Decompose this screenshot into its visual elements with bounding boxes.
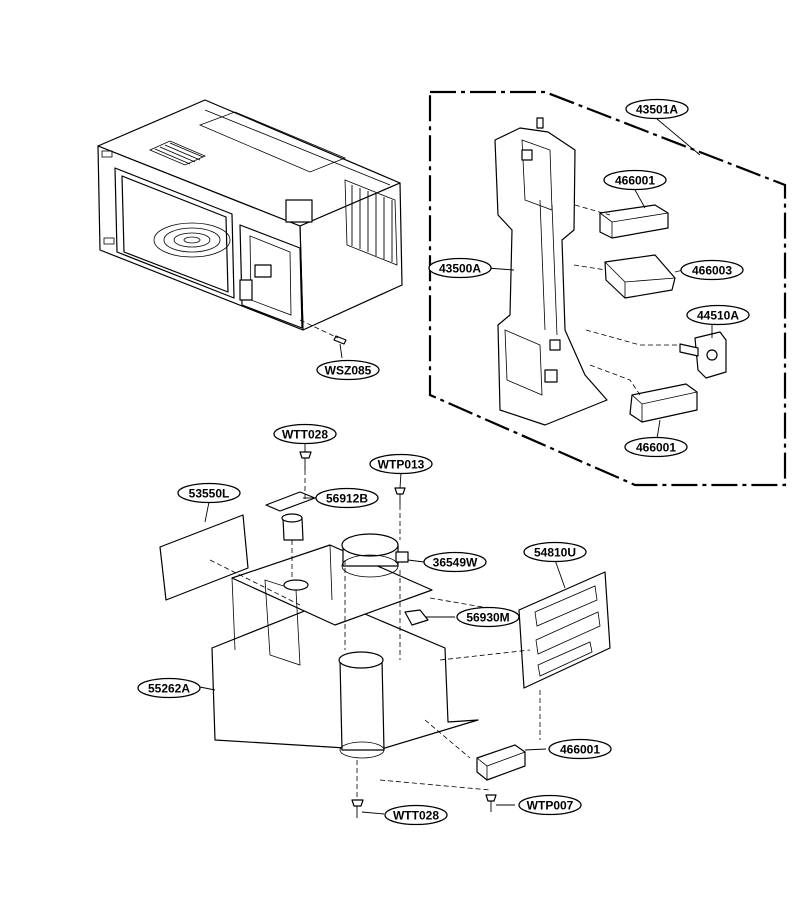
part-number-label: WTT028 — [282, 427, 328, 441]
callout-oval — [624, 436, 688, 458]
callout-wtt028-top: WTT028 — [273, 423, 337, 445]
lower-assembly-drawing — [159, 451, 611, 818]
part-number-label: WSZ085 — [325, 363, 372, 377]
part-number-label: 53550L — [189, 486, 230, 500]
callout-wtt028-bottom: WTT028 — [384, 804, 448, 826]
callout-44510a: 44510A — [686, 304, 750, 326]
callout-oval — [625, 98, 689, 120]
part-number-label: 56912B — [326, 491, 368, 505]
part-number-label: 55262A — [148, 681, 190, 695]
part-number-label: 56930M — [466, 610, 509, 624]
callout-wtp013: WTP013 — [369, 453, 433, 475]
part-number-label: 466003 — [692, 263, 732, 277]
callout-36549w: 36549W — [423, 551, 487, 573]
callout-43501a: 43501A — [625, 98, 689, 120]
callout-oval — [316, 359, 380, 381]
part-number-label: 36549W — [433, 555, 478, 569]
callout-55262a: 55262A — [137, 677, 201, 699]
part-number-label: 466001 — [636, 440, 676, 454]
part-number-label: WTP013 — [378, 457, 425, 471]
callout-oval — [423, 551, 487, 573]
callout-56912b: 56912B — [315, 487, 379, 509]
part-number-label: 466001 — [560, 742, 600, 756]
interlock-assembly-drawing — [428, 90, 787, 487]
callout-oval — [428, 257, 492, 279]
part-number-label: 43501A — [636, 102, 678, 116]
callout-wtp007: WTP007 — [518, 794, 582, 816]
callout-oval — [603, 169, 667, 191]
callout-oval — [686, 304, 750, 326]
callout-wsz085: WSZ085 — [316, 359, 380, 381]
part-number-label: 466001 — [615, 173, 655, 187]
part-number-label: 44510A — [697, 308, 739, 322]
callout-466001-top: 466001 — [603, 169, 667, 191]
callout-oval — [369, 453, 433, 475]
callout-53550l: 53550L — [177, 482, 241, 504]
part-number-label: WTT028 — [393, 808, 439, 822]
callout-oval — [315, 487, 379, 509]
callout-466001-mid: 466001 — [624, 436, 688, 458]
callout-oval — [523, 541, 587, 563]
callout-466003: 466003 — [680, 259, 744, 281]
callout-43500a: 43500A — [428, 257, 492, 279]
callout-oval — [273, 423, 337, 445]
callout-oval — [548, 738, 612, 760]
callout-56930m: 56930M — [456, 606, 520, 628]
part-number-label: WTP007 — [527, 798, 574, 812]
callout-oval — [177, 482, 241, 504]
callout-oval — [456, 606, 520, 628]
callout-466001-bottom: 466001 — [548, 738, 612, 760]
callout-oval — [680, 259, 744, 281]
callout-54810u: 54810U — [523, 541, 587, 563]
microwave-cabinet-drawing — [97, 99, 403, 359]
part-number-label: 54810U — [534, 545, 576, 559]
callout-oval — [518, 794, 582, 816]
callout-oval — [137, 677, 201, 699]
part-number-label: 43500A — [439, 261, 481, 275]
callout-oval — [384, 804, 448, 826]
